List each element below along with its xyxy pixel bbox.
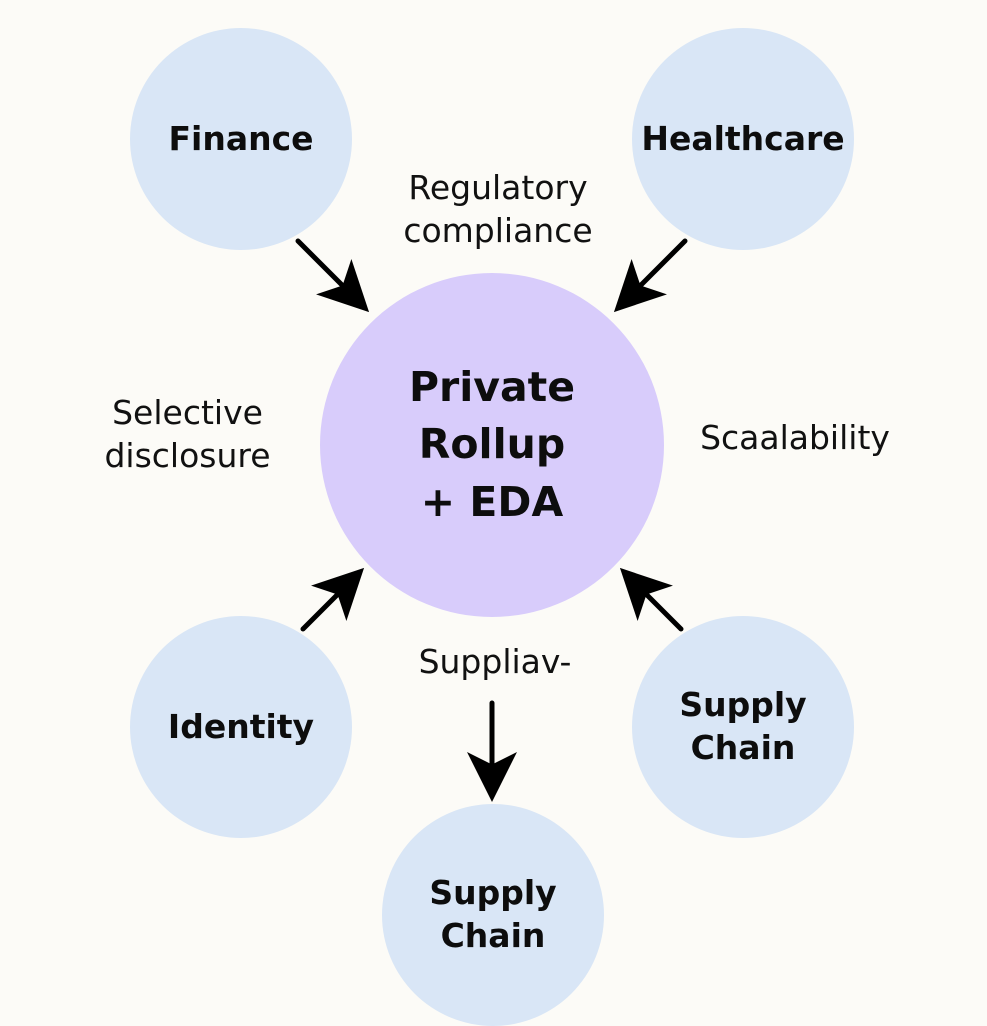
arrow-identity-to-center	[300, 567, 365, 632]
annotation-supply-garbled: Suppliav-	[418, 642, 572, 681]
node-supply-chain-bottom: Supply Chain	[382, 804, 604, 1026]
node-supply-chain-right: Supply Chain	[632, 616, 854, 838]
node-finance: Finance	[130, 28, 352, 250]
node-supply-chain-bottom-label: Supply Chain	[429, 873, 557, 955]
node-finance-label: Finance	[168, 118, 314, 158]
annotation-selective-disclosure: Selective disclosure	[104, 393, 271, 475]
node-private-rollup-eda: Private Rollup + EDA	[320, 273, 664, 617]
annotation-regulatory-compliance: Regulatory compliance	[403, 168, 593, 250]
center-node-label: Private Rollup + EDA	[408, 362, 576, 526]
arrow-finance-to-center	[295, 238, 370, 313]
node-identity: Identity	[130, 616, 352, 838]
arrow-supplychain-to-center	[619, 567, 684, 632]
arrow-healthcare-to-center	[613, 238, 688, 313]
node-identity-label: Identity	[167, 706, 315, 746]
annotation-scalability: Scaalability	[700, 418, 890, 457]
node-healthcare: Healthcare	[632, 28, 854, 250]
arrows-layer	[295, 238, 688, 802]
node-supply-chain-right-label: Supply Chain	[679, 685, 807, 767]
node-healthcare-label: Healthcare	[641, 118, 845, 158]
